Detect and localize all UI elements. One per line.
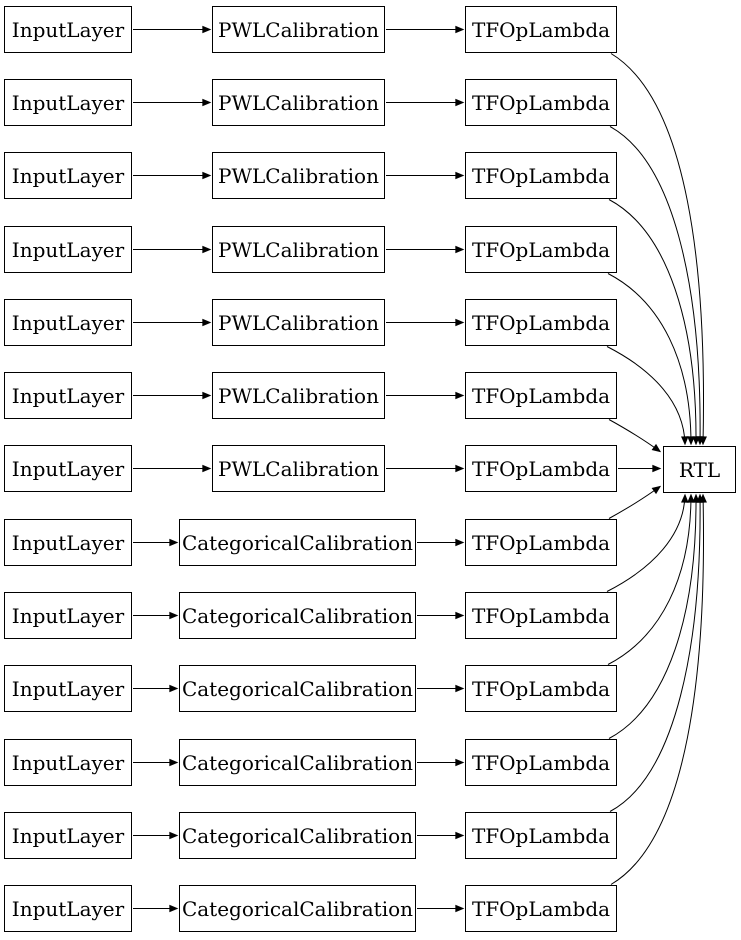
node-input-layer: InputLayer [4, 739, 132, 786]
node-categorical-calibration: CategoricalCalibration [179, 739, 416, 786]
node-pwl-calibration: PWLCalibration [212, 372, 385, 419]
node-input-layer: InputLayer [4, 79, 132, 126]
node-rtl: RTL [663, 446, 736, 493]
edge-lambda-to-rtl [607, 273, 695, 446]
edge-lambda-to-rtl [606, 346, 689, 446]
node-tfop-lambda: TFOpLambda [465, 226, 617, 273]
node-input-layer: InputLayer [4, 226, 132, 273]
node-tfop-lambda: TFOpLambda [465, 812, 617, 859]
node-pwl-calibration: PWLCalibration [212, 152, 385, 199]
node-input-layer: InputLayer [4, 6, 132, 53]
edge-lambda-to-rtl [609, 126, 704, 446]
node-input-layer: InputLayer [4, 592, 132, 639]
edge-lambda-to-rtl [608, 493, 700, 739]
node-categorical-calibration: CategoricalCalibration [179, 592, 416, 639]
node-input-layer: InputLayer [4, 152, 132, 199]
edge-lambda-to-rtl [607, 493, 695, 665]
node-tfop-lambda: TFOpLambda [465, 152, 617, 199]
node-categorical-calibration: CategoricalCalibration [179, 885, 416, 932]
node-input-layer: InputLayer [4, 812, 132, 859]
edge-lambda-to-rtl [609, 493, 704, 812]
node-tfop-lambda: TFOpLambda [465, 885, 617, 932]
node-tfop-lambda: TFOpLambda [465, 519, 617, 566]
node-tfop-lambda: TFOpLambda [465, 6, 617, 53]
node-categorical-calibration: CategoricalCalibration [179, 812, 416, 859]
node-categorical-calibration: CategoricalCalibration [179, 519, 416, 566]
node-tfop-lambda: TFOpLambda [465, 372, 617, 419]
node-tfop-lambda: TFOpLambda [465, 445, 617, 492]
node-input-layer: InputLayer [4, 665, 132, 712]
edge-lambda-to-rtl [608, 419, 662, 453]
node-tfop-lambda: TFOpLambda [465, 79, 617, 126]
node-tfop-lambda: TFOpLambda [465, 665, 617, 712]
node-tfop-lambda: TFOpLambda [465, 592, 617, 639]
node-input-layer: InputLayer [4, 372, 132, 419]
node-pwl-calibration: PWLCalibration [212, 6, 385, 53]
edge-lambda-to-rtl [608, 485, 662, 519]
edge-lambda-to-rtl [610, 53, 707, 446]
node-pwl-calibration: PWLCalibration [212, 226, 385, 273]
node-pwl-calibration: PWLCalibration [212, 299, 385, 346]
node-input-layer: InputLayer [4, 885, 132, 932]
edge-lambda-to-rtl [608, 199, 700, 446]
node-tfop-lambda: TFOpLambda [465, 739, 617, 786]
node-pwl-calibration: PWLCalibration [212, 79, 385, 126]
edge-lambda-to-rtl [606, 493, 689, 592]
node-categorical-calibration: CategoricalCalibration [179, 665, 416, 712]
node-input-layer: InputLayer [4, 519, 132, 566]
node-input-layer: InputLayer [4, 445, 132, 492]
node-input-layer: InputLayer [4, 299, 132, 346]
node-tfop-lambda: TFOpLambda [465, 299, 617, 346]
node-pwl-calibration: PWLCalibration [212, 445, 385, 492]
edge-lambda-to-rtl [610, 493, 707, 885]
